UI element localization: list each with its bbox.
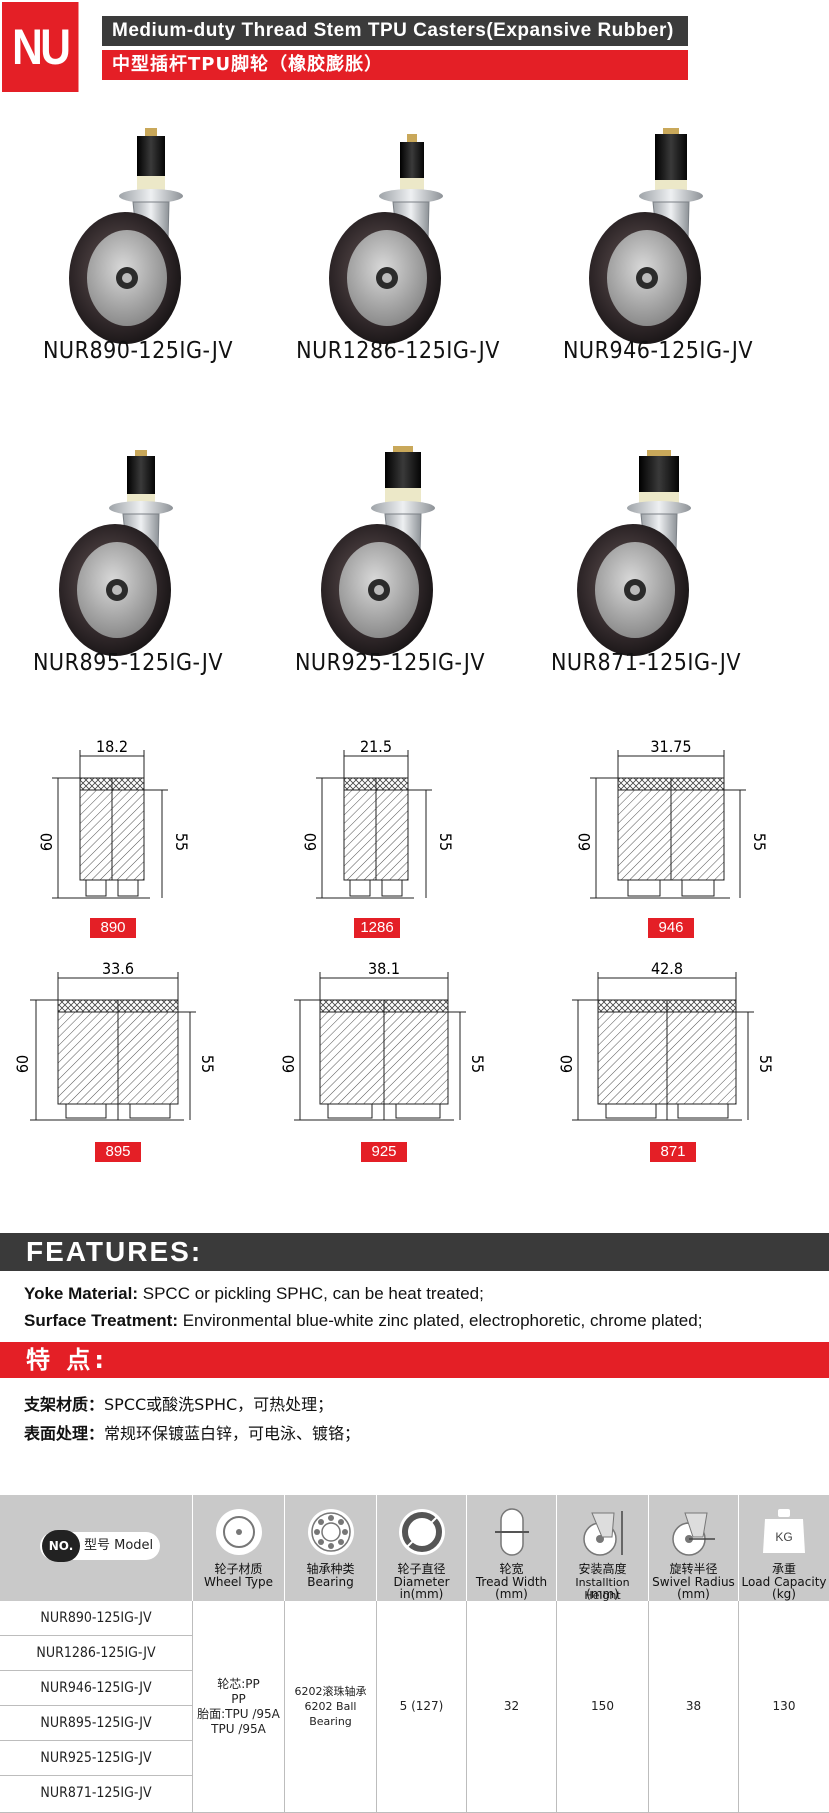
feature-value: SPCC or pickling SPHC, can be heat treat… xyxy=(138,1284,484,1303)
caster-photo xyxy=(589,128,703,344)
table-row: NUR1286-125IG-JV xyxy=(0,1636,193,1671)
header-diameter: 轮子直径 Diameter in(mm) xyxy=(377,1495,467,1601)
height-total-dim: 60 xyxy=(37,833,56,851)
product-model: NUR925-125IG-JV xyxy=(294,650,486,676)
swivel-radius-value: 38 xyxy=(649,1601,739,1813)
brand-logo: NU xyxy=(2,2,79,92)
features-heading-cn: 特 点: xyxy=(0,1342,829,1378)
feature-value: Environmental blue-white zinc plated, el… xyxy=(178,1311,703,1330)
load-capacity-icon: KG xyxy=(763,1509,805,1553)
feature-label: 表面处理： xyxy=(24,1424,105,1443)
height-inner-dim: 55 xyxy=(468,1055,487,1073)
diameter-icon xyxy=(398,1509,445,1555)
tread-width-value: 32 xyxy=(467,1601,557,1813)
product-model: NUR871-125IG-JV xyxy=(550,650,742,676)
table-row: NUR871-125IG-JV xyxy=(0,1776,193,1813)
spec-table: NO. 型号 Model 轮子材质 Wheel Type 轴承种类 Bearin… xyxy=(0,1495,829,1813)
height-inner-dim: 55 xyxy=(750,833,769,851)
height-total-dim: 60 xyxy=(279,1055,298,1073)
feature-value: SPCC或酸洗SPHC，可热处理； xyxy=(104,1395,334,1414)
dimension-drawing: 33.6 60 55 895 xyxy=(8,959,217,1180)
bearing-icon xyxy=(307,1509,354,1555)
model-tag: 871 xyxy=(650,1142,696,1162)
header-swivel-radius: 旋转半径 Swivel Radius (mm) xyxy=(649,1495,739,1601)
width-dim: 21.5 xyxy=(360,737,392,756)
caster-photo xyxy=(59,450,173,656)
width-dim: 18.2 xyxy=(96,737,128,756)
caster-photo xyxy=(69,128,183,344)
table-row: NUR895-125IG-JV xyxy=(0,1706,193,1741)
header-wheel-type: 轮子材质 Wheel Type xyxy=(193,1495,285,1601)
height-total-dim: 60 xyxy=(13,1055,32,1073)
width-dim: 42.8 xyxy=(651,959,683,978)
width-dim: 38.1 xyxy=(368,959,400,978)
header-tread-width: 轮宽 Tread Width (mm) xyxy=(467,1495,557,1601)
feature-value: 常规环保镀蓝白锌，可电泳、镀铬； xyxy=(104,1424,361,1443)
product-model: NUR890-125IG-JV xyxy=(42,338,234,364)
dimension-drawing: 42.8 60 55 871 xyxy=(556,959,775,1180)
features-heading: FEATURES: xyxy=(0,1233,829,1271)
wheel-type-value: 轮芯:PP PP 胎面:TPU /95A TPU /95A xyxy=(193,1601,285,1813)
model-tag: 890 xyxy=(90,918,136,938)
header-load-capacity: KG 承重 Load Capacity (kg) xyxy=(739,1495,829,1601)
no-badge: NO. xyxy=(42,1530,80,1562)
feature-label: 支架材质： xyxy=(24,1395,105,1414)
caster-photo xyxy=(329,134,443,344)
dimension-drawing: 18.2 60 55 890 xyxy=(37,737,238,958)
model-tag: 946 xyxy=(648,918,694,938)
product-card: NUR946-125IG-JV xyxy=(530,120,786,420)
width-dim: 31.75 xyxy=(650,737,691,756)
height-total-dim: 60 xyxy=(575,833,594,851)
product-card: NUR925-125IG-JV xyxy=(262,432,518,732)
feature-label: Yoke Material: xyxy=(24,1284,139,1303)
caster-photo xyxy=(577,450,691,656)
feature-yoke-cn: 支架材质：SPCC或酸洗SPHC，可热处理； xyxy=(24,1391,333,1415)
swivel-radius-icon xyxy=(671,1512,715,1556)
svg-text:KG: KG xyxy=(775,1530,792,1544)
product-model: NUR895-125IG-JV xyxy=(32,650,224,676)
page-title-cn: 中型插杆TPU脚轮（橡胶膨胀） xyxy=(102,50,688,80)
height-inner-dim: 55 xyxy=(198,1055,217,1073)
product-card: NUR890-125IG-JV xyxy=(10,120,266,420)
model-tag: 1286 xyxy=(354,918,400,938)
dimension-drawing: 21.5 60 55 1286 xyxy=(301,737,502,958)
product-card: NUR871-125IG-JV xyxy=(518,432,774,732)
model-header-label: 型号 Model xyxy=(84,1538,154,1553)
model-header: NO. 型号 Model xyxy=(0,1495,193,1601)
install-height-icon xyxy=(582,1511,623,1556)
height-total-dim: 60 xyxy=(301,833,320,851)
height-total-dim: 60 xyxy=(557,1055,576,1073)
tread-width-icon xyxy=(494,1508,529,1556)
product-model: NUR1286-125IG-JV xyxy=(296,338,500,364)
model-tag: 925 xyxy=(361,1142,407,1162)
dimension-drawing: 38.1 60 55 925 xyxy=(278,959,487,1180)
product-card: NUR1286-125IG-JV xyxy=(270,120,526,420)
model-tag: 895 xyxy=(95,1142,141,1162)
height-inner-dim: 55 xyxy=(172,833,191,851)
install-height-value: 150 xyxy=(557,1601,649,1813)
table-row: NUR925-125IG-JV xyxy=(0,1741,193,1776)
table-row: NUR890-125IG-JV xyxy=(0,1601,193,1636)
feature-yoke: Yoke Material: SPCC or pickling SPHC, ca… xyxy=(24,1284,484,1304)
height-inner-dim: 55 xyxy=(436,833,455,851)
page-title-en: Medium-duty Thread Stem TPU Casters(Expa… xyxy=(102,16,688,46)
dimension-drawing: 31.75 60 55 946 xyxy=(575,737,776,958)
load-capacity-value: 130 xyxy=(739,1601,829,1813)
width-dim: 33.6 xyxy=(102,959,134,978)
feature-surface: Surface Treatment: Environmental blue-wh… xyxy=(24,1311,702,1331)
height-inner-dim: 55 xyxy=(756,1055,775,1073)
feature-label: Surface Treatment: xyxy=(24,1311,178,1330)
bearing-value: 6202滚珠轴承 6202 Ball Bearing xyxy=(285,1601,377,1813)
feature-surface-cn: 表面处理：常规环保镀蓝白锌，可电泳、镀铬； xyxy=(24,1420,360,1444)
header-bearing: 轴承种类 Bearing xyxy=(285,1495,377,1601)
caster-photo xyxy=(321,446,435,656)
wheel-type-icon xyxy=(215,1509,262,1555)
header-install-height: 安装高度 Installtion Height (mm) xyxy=(557,1495,649,1602)
product-card: NUR895-125IG-JV xyxy=(0,432,256,732)
diameter-value: 5 (127) xyxy=(377,1601,467,1813)
table-row: NUR946-125IG-JV xyxy=(0,1671,193,1706)
product-model: NUR946-125IG-JV xyxy=(562,338,754,364)
